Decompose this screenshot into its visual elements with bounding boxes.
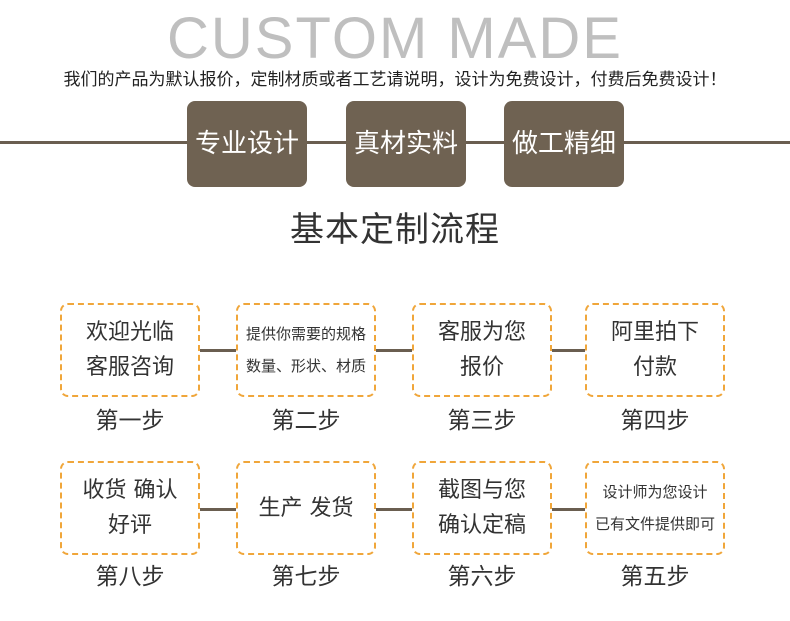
connector-1-2 bbox=[200, 349, 236, 352]
step-box-8: 收货 确认 好评 bbox=[60, 461, 200, 555]
step-label-1: 第一步 bbox=[95, 408, 165, 434]
process-title: 基本定制流程 bbox=[290, 210, 500, 250]
step-box-7: 生产 发货 bbox=[236, 461, 376, 555]
step-box-6: 截图与您 确认定稿 bbox=[412, 461, 552, 555]
step-2-line-1: 提供你需要的规格 bbox=[245, 325, 366, 343]
step-5-line-1: 设计师为您设计 bbox=[602, 483, 708, 501]
step-box-2: 提供你需要的规格 数量、形状、材质 bbox=[236, 303, 376, 397]
step-label-6: 第六步 bbox=[447, 564, 517, 590]
connector-6-5 bbox=[552, 508, 585, 511]
step-6-line-1: 截图与您 bbox=[437, 478, 526, 503]
step-label-3: 第三步 bbox=[447, 408, 517, 434]
connector-2-3 bbox=[376, 349, 412, 352]
step-2-line-2: 数量、形状、材质 bbox=[245, 357, 366, 375]
step-label-4: 第四步 bbox=[620, 408, 690, 434]
step-label-8: 第八步 bbox=[95, 564, 165, 590]
step-6-line-2: 确认定稿 bbox=[437, 513, 526, 538]
step-3-line-1: 客服为您 bbox=[437, 320, 526, 345]
step-8-line-2: 好评 bbox=[107, 513, 152, 538]
page-subtitle: 我们的产品为默认报价，定制材质或者工艺请说明，设计为免费设计，付费后免费设计！ bbox=[63, 70, 727, 90]
feature-badge-genuine-materials: 真材实料 bbox=[346, 101, 466, 187]
step-label-5: 第五步 bbox=[620, 564, 690, 590]
feature-badge-professional-design: 专业设计 bbox=[187, 101, 307, 187]
step-box-5: 设计师为您设计 已有文件提供即可 bbox=[585, 461, 725, 555]
connector-8-7 bbox=[200, 508, 236, 511]
step-8-line-1: 收货 确认 bbox=[82, 478, 178, 503]
step-1-line-1: 欢迎光临 bbox=[85, 320, 174, 345]
step-7-line-1: 生产 发货 bbox=[258, 495, 354, 521]
step-label-2: 第二步 bbox=[271, 408, 341, 434]
step-1-line-2: 客服咨询 bbox=[85, 355, 174, 380]
step-3-line-2: 报价 bbox=[459, 355, 504, 380]
step-5-line-2: 已有文件提供即可 bbox=[594, 515, 715, 533]
step-box-1: 欢迎光临 客服咨询 bbox=[60, 303, 200, 397]
connector-7-6 bbox=[376, 508, 412, 511]
step-4-line-1: 阿里拍下 bbox=[610, 320, 699, 345]
step-label-7: 第七步 bbox=[271, 564, 341, 590]
step-box-3: 客服为您 报价 bbox=[412, 303, 552, 397]
step-4-line-2: 付款 bbox=[632, 355, 677, 380]
page-title: CUSTOM MADE bbox=[167, 6, 623, 71]
feature-badge-fine-workmanship: 做工精细 bbox=[504, 101, 624, 187]
step-box-4: 阿里拍下 付款 bbox=[585, 303, 725, 397]
connector-3-4 bbox=[552, 349, 585, 352]
